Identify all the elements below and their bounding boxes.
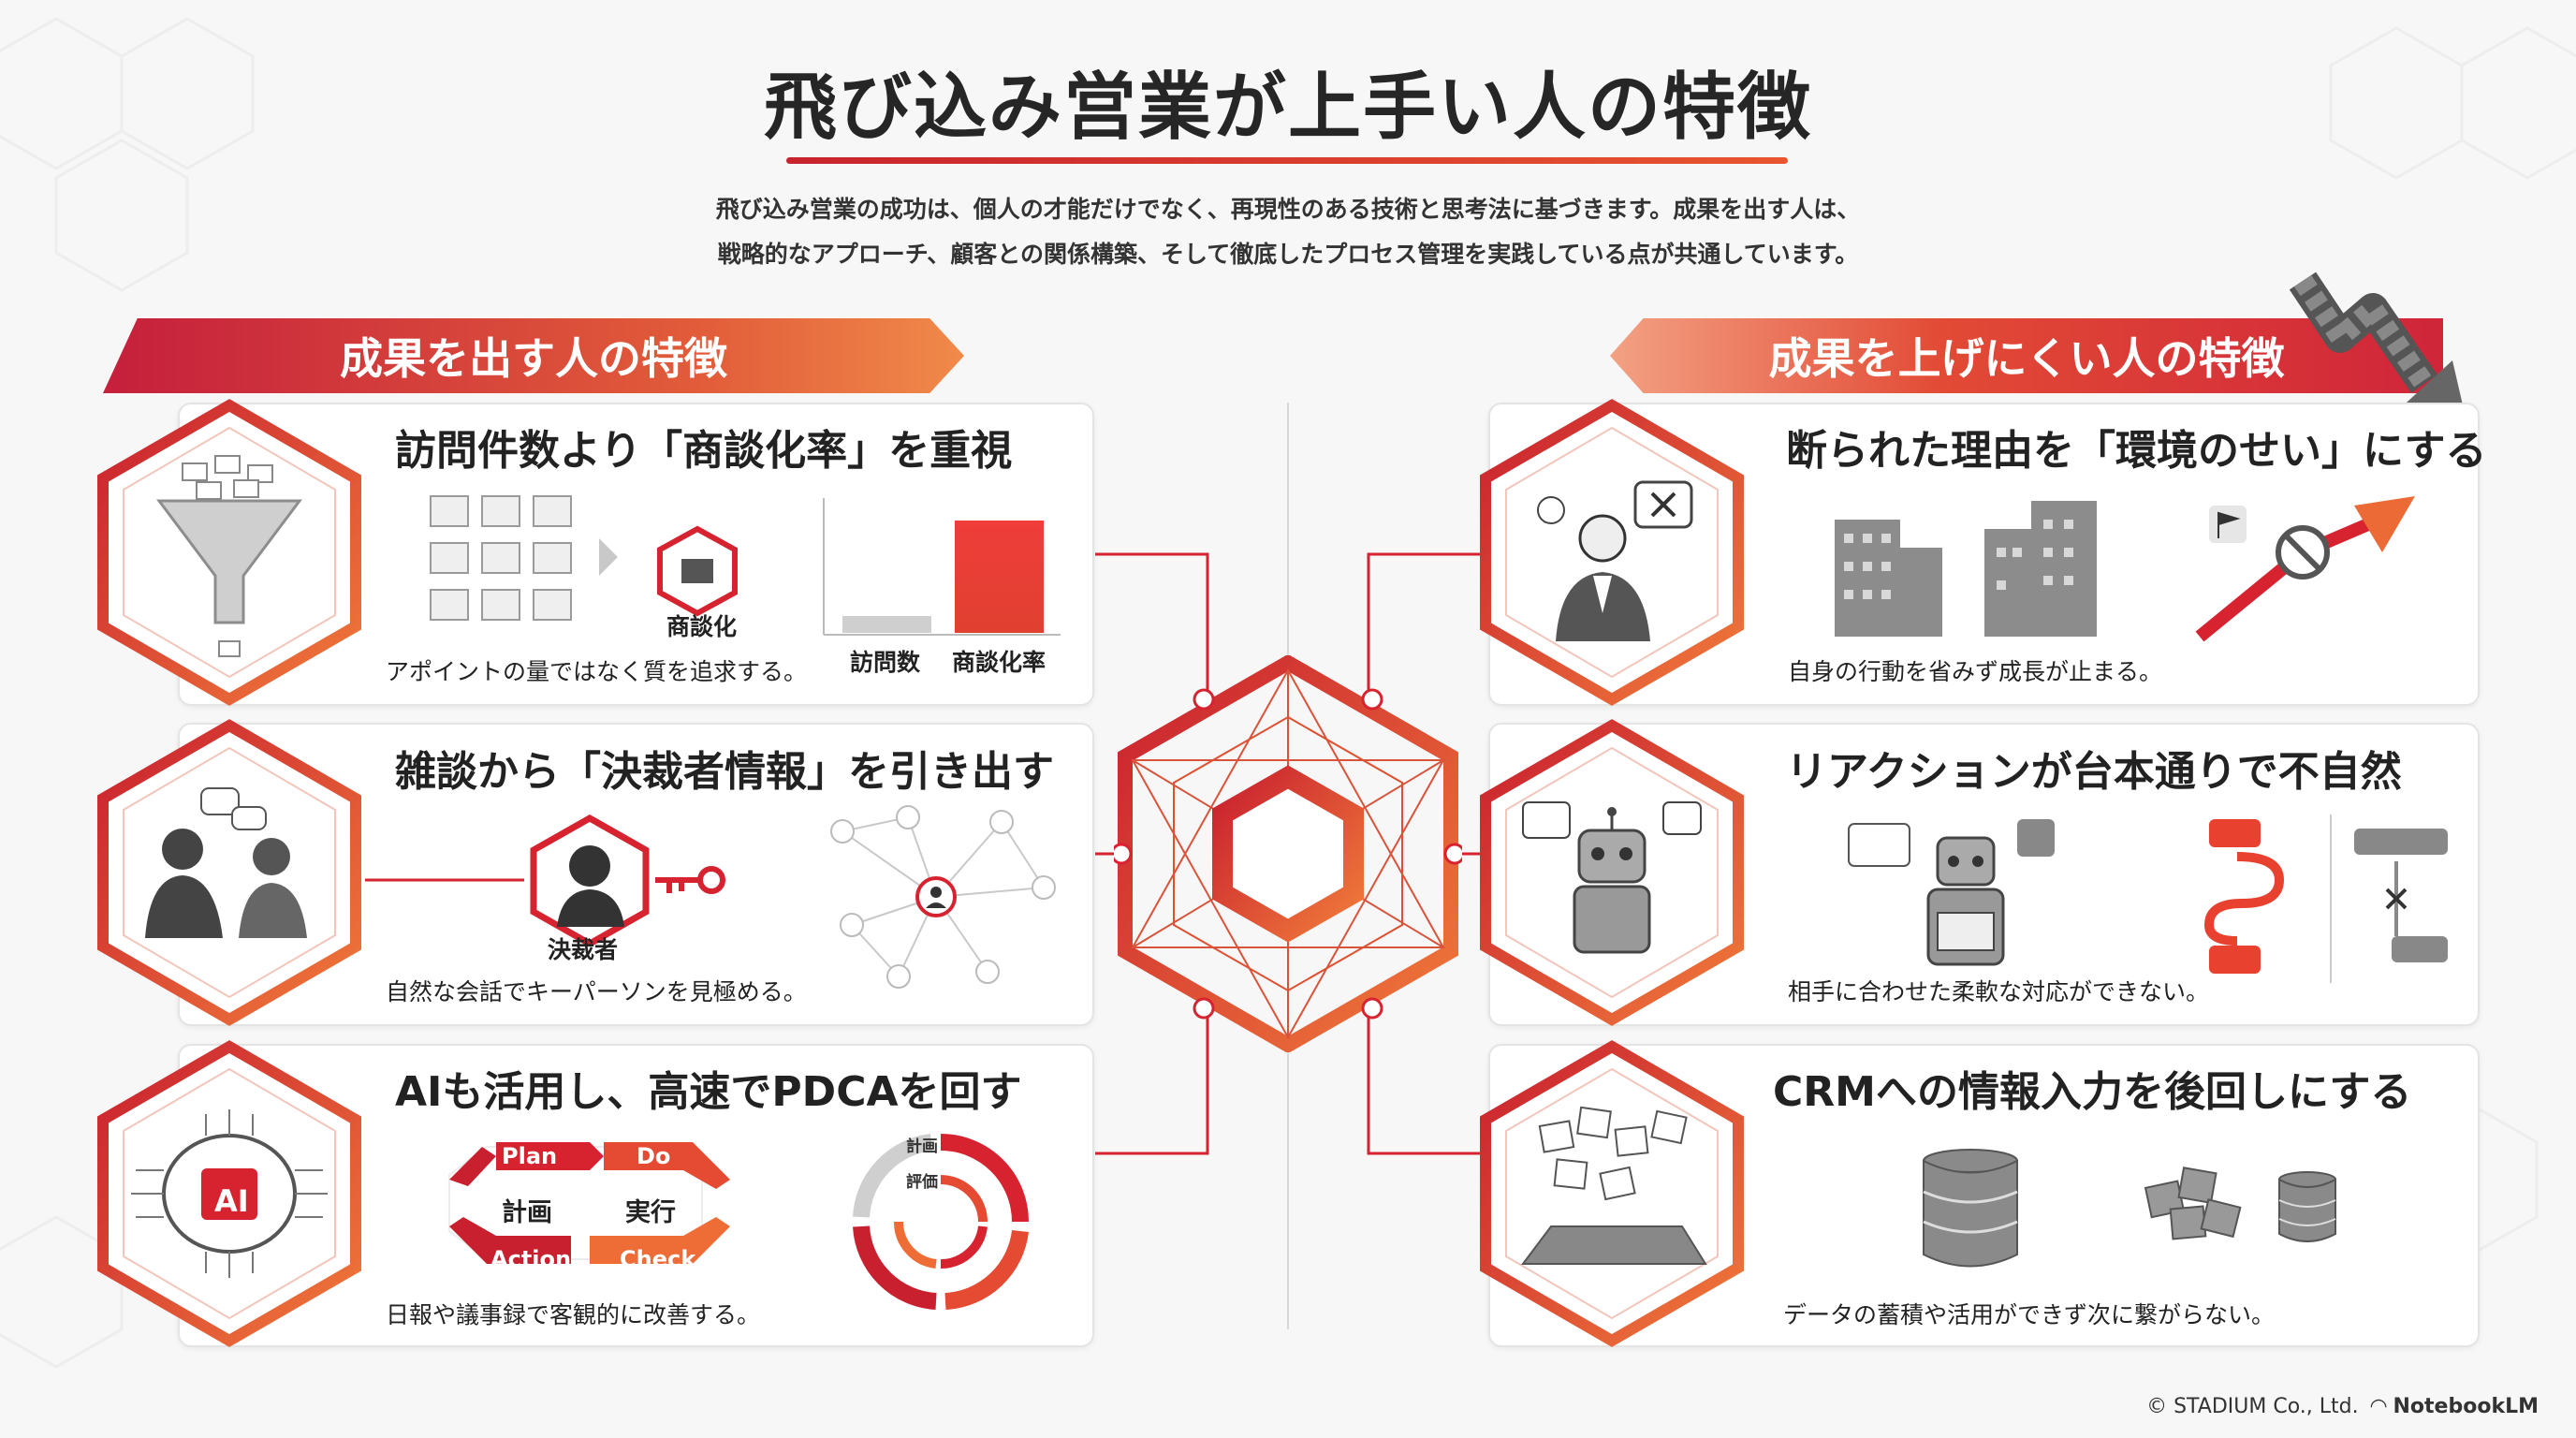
central-hexagon-emblem [1114,655,1462,1052]
bar-chart [823,498,1061,636]
right-card-1-title: 断られた理由を「環境のせい」にする [1786,427,2487,475]
right-card-2-title: リアクションが台本通りで不自然 [1786,748,2402,796]
pdca-do-jp: 実行 [625,1198,676,1227]
left-banner-label: 成果を出す人の特徴 [340,333,727,384]
title-underline [786,157,1788,164]
convert-label: 商談化 [666,613,738,640]
left-card-1-title: 訪問件数より「商談化率」を重視 [395,427,1013,475]
notebooklm-logo-icon: ◠ [2370,1395,2387,1418]
funnel-hexagon [97,399,361,706]
left-card-3-title: AIも活用し、高速でPDCAを回す [395,1068,1022,1116]
right-card-3-caption: データの蓄積や活用ができず次に繋がらない。 [1783,1301,2276,1328]
intro-text: 飛び込み営業の成功は、個人の才能だけでなく、再現性のある技術と思考法に基づきます… [562,187,2014,277]
robot-hexagon [1480,719,1744,1026]
cycle-label-b: 評価 [906,1173,938,1192]
bar-rate-label: 商談化率 [952,649,1046,676]
small-database-icon [2278,1171,2336,1242]
left-card-2-title: 雑談から「決裁者情報」を引き出す [395,748,1054,796]
ai-chip-label: AI [214,1183,249,1219]
decision-maker-icon [365,814,725,946]
bar-rate [955,521,1044,633]
pdca-plan: Plan [502,1143,558,1169]
messy-papers-hexagon [1480,1040,1744,1347]
brain-circuit-icon [131,1109,328,1278]
brand-label: NotebookLM [2393,1395,2539,1418]
left-card-3-caption: 日報や議事録で客観的に改善する。 [386,1301,761,1328]
pdca-cycle-icon [448,1142,730,1264]
worried-businessman-icon [1537,480,1693,641]
page-title: 飛び込み営業が上手い人の特徴 [763,66,1812,150]
right-card-1-caption: 自身の行動を省みず成長が止まる。 [1788,658,2163,685]
intro-line-2: 戦略的なアプローチ、顧客との関係構築、そして徹底したプロセス管理を実践している点… [717,241,1859,268]
right-banner: 成果を上げにくい人の特徴 [1610,318,2443,393]
key-icon [655,866,725,894]
decider-label: 決裁者 [548,936,619,963]
copyright: © STADIUM Co., Ltd. [2146,1395,2359,1418]
rigid-flow-icon [2204,814,2448,983]
envelope-grid-icon [430,495,738,621]
network-graph-icon [830,805,1056,989]
pdca-plan-jp: 計画 [502,1198,552,1227]
pdca-check: Check [620,1246,696,1272]
left-banner: 成果を出す人の特徴 [103,318,964,393]
worried-hexagon [1480,399,1744,706]
funnel-icon [156,455,302,657]
database-icon [1923,1149,2018,1268]
conversation-hexagon [97,719,361,1026]
cycle-label-a: 計画 [906,1137,938,1156]
footer: © STADIUM Co., Ltd. ◠ NotebookLM [2146,1395,2539,1418]
business-people-icon [145,787,307,938]
right-card-3-title: CRMへの情報入力を後回しにする [1773,1068,2412,1116]
pdca-action: Action [490,1246,572,1272]
circular-arrows-icon [853,1134,1029,1310]
bar-visits [842,616,931,633]
intro-line-1: 飛び込み営業の成功は、個人の才能だけでなく、再現性のある技術と思考法に基づきます… [715,196,1861,223]
reading-robot-icon [1848,819,2055,966]
left-card-1-caption: アポイントの量ではなく質を追求する。 [386,658,808,685]
right-banner-label: 成果を上げにくい人の特徴 [1768,333,2285,384]
bar-visits-label: 訪問数 [850,649,921,676]
pdca-do: Do [637,1143,671,1169]
ai-hexagon [97,1040,361,1347]
right-card-2-caption: 相手に合わせた柔軟な対応ができない。 [1788,978,2210,1005]
buildings-icon [1835,501,2097,637]
left-card-2-caption: 自然な会話でキーパーソンを見極める。 [386,978,807,1005]
scattered-notes-icon [2144,1167,2242,1240]
blocked-growth-icon [2195,496,2415,642]
robot-icon [1522,801,1702,954]
messy-desk-icon [1521,1106,1707,1265]
